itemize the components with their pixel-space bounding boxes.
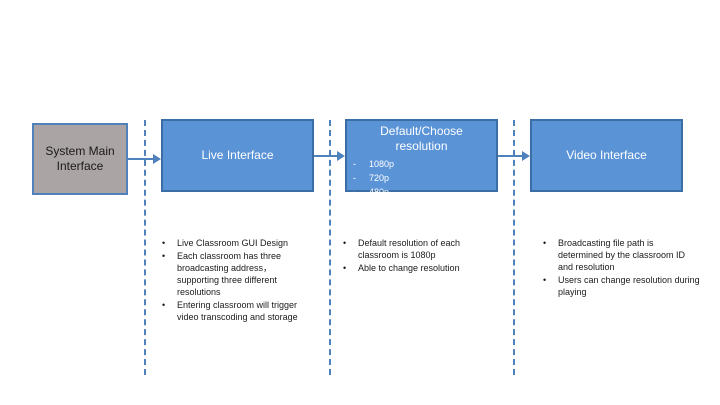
video-interface-label: Video Interface <box>566 148 647 162</box>
resolution-option: 1080p <box>353 157 394 171</box>
divider-2 <box>329 120 331 375</box>
system-main-interface-box: System Main Interface <box>32 123 128 195</box>
note-item: Users can change resolution during playi… <box>541 274 701 298</box>
live-interface-box: Live Interface <box>161 119 314 192</box>
note-item: Entering classroom will trigger video tr… <box>160 299 330 323</box>
note-item: Broadcasting file path is determined by … <box>541 237 701 273</box>
divider-3 <box>513 120 515 375</box>
note-item: Able to change resolution <box>341 262 501 274</box>
live-interface-label: Live Interface <box>201 148 274 162</box>
note-item: Default resolution of each classroom is … <box>341 237 501 261</box>
note-item: Live Classroom GUI Design <box>160 237 330 249</box>
resolution-option: 720p <box>353 171 394 185</box>
resolution-option: 480p <box>353 185 394 199</box>
resolution-title: Default/Choose resolution <box>380 124 463 153</box>
resolution-options: 1080p 720p 480p <box>353 157 394 199</box>
divider-1 <box>144 120 146 375</box>
note-item: Each classroom has three broadcasting ad… <box>160 250 330 298</box>
system-main-interface-label: System Main Interface <box>45 144 115 173</box>
resolution-box: Default/Choose resolution 1080p 720p 480… <box>345 119 498 199</box>
live-interface-notes: Live Classroom GUI Design Each classroom… <box>160 237 330 324</box>
resolution-notes: Default resolution of each classroom is … <box>341 237 501 275</box>
video-interface-notes: Broadcasting file path is determined by … <box>541 237 701 299</box>
video-interface-box: Video Interface <box>530 119 683 192</box>
